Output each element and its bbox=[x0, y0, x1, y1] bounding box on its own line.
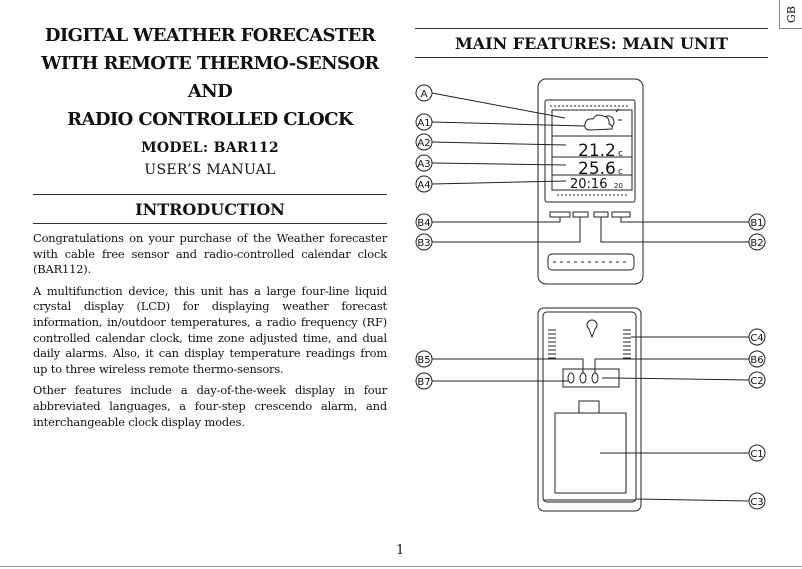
indoor-temp-unit: c bbox=[618, 149, 623, 159]
outdoor-temp-readout: 25.6 bbox=[578, 159, 616, 179]
switch-b5[interactable] bbox=[579, 372, 587, 384]
intro-paragraph-1: Congratulations on your purchase of the … bbox=[33, 231, 387, 277]
wall-mount-hole-icon bbox=[586, 319, 598, 339]
callout-a3: A3 bbox=[417, 159, 430, 170]
callouts-left: A A1 A2 A3 A4 B4 B3 B5 B7 bbox=[415, 84, 586, 390]
intro-paragraph-2: A multifunction device, this unit has a … bbox=[33, 283, 387, 376]
left-column: DIGITAL WEATHER FORECASTER WITH REMOTE T… bbox=[33, 22, 387, 436]
title-line-1: DIGITAL WEATHER FORECASTER bbox=[44, 25, 376, 46]
callout-b1: B1 bbox=[750, 218, 763, 229]
callout-b4: B4 bbox=[417, 218, 430, 229]
callout-c1: C1 bbox=[750, 449, 763, 460]
right-vent-grille bbox=[623, 329, 631, 359]
forecast-cloud-sun-icon bbox=[584, 108, 622, 131]
button-b4[interactable] bbox=[549, 211, 571, 218]
intro-paragraph-3: Other features include a day-of-the-week… bbox=[33, 383, 387, 429]
callouts-right: B1 B2 C4 B6 C2 C1 C3 bbox=[594, 213, 766, 510]
button-b3[interactable] bbox=[572, 211, 589, 218]
battery-door-latch[interactable] bbox=[578, 400, 600, 414]
language-tab: GB bbox=[779, 0, 802, 29]
rule-bottom bbox=[33, 223, 387, 224]
clock-seconds: 20 bbox=[614, 182, 623, 190]
right-column: MAIN FEATURES: MAIN UNIT bbox=[415, 22, 768, 58]
callout-b6: B6 bbox=[750, 355, 763, 366]
switch-b6[interactable] bbox=[591, 372, 599, 384]
rule-features-bottom bbox=[415, 57, 768, 58]
rule-top bbox=[33, 194, 387, 195]
callout-a: A bbox=[421, 89, 428, 100]
back-housing bbox=[537, 307, 642, 512]
callout-b5: B5 bbox=[417, 355, 430, 366]
callout-c4: C4 bbox=[750, 333, 763, 344]
callout-a2: A2 bbox=[417, 138, 430, 149]
manual-label: USER’S MANUAL bbox=[144, 162, 276, 178]
callout-b7: B7 bbox=[417, 377, 430, 388]
callout-b3: B3 bbox=[417, 238, 430, 249]
clock-readout: 20:16 bbox=[570, 177, 607, 192]
lcd-screen bbox=[551, 109, 633, 191]
callout-a4: A4 bbox=[417, 180, 430, 191]
left-vent-grille bbox=[548, 329, 556, 359]
page-bottom-rule bbox=[0, 566, 802, 567]
introduction-heading: INTRODUCTION bbox=[135, 200, 285, 219]
callout-a1: A1 bbox=[417, 118, 430, 129]
back-view bbox=[537, 307, 642, 512]
button-b1[interactable] bbox=[611, 211, 631, 218]
switch-b7[interactable] bbox=[567, 372, 575, 384]
callout-c3: C3 bbox=[750, 497, 763, 508]
callout-c2: C2 bbox=[750, 376, 763, 387]
lcd-frame bbox=[544, 99, 636, 203]
title-line-3: RADIO CONTROLLED CLOCK bbox=[67, 109, 353, 130]
button-b2[interactable] bbox=[593, 211, 609, 218]
indoor-temp-readout: 21.2 bbox=[578, 141, 616, 161]
outdoor-temp-unit: c bbox=[618, 167, 623, 177]
features-heading: MAIN FEATURES: MAIN UNIT bbox=[454, 34, 729, 53]
rule-features-top bbox=[415, 28, 768, 29]
model-number: MODEL: BAR112 bbox=[141, 140, 279, 156]
front-base bbox=[547, 253, 635, 271]
page-number: 1 bbox=[396, 543, 405, 558]
title-line-2: WITH REMOTE THERMO-SENSOR AND bbox=[41, 53, 379, 102]
callout-b2: B2 bbox=[750, 238, 763, 249]
back-inner-frame bbox=[542, 311, 637, 503]
front-view: 21.2 c 25.6 c 20:16 20 bbox=[537, 78, 644, 285]
